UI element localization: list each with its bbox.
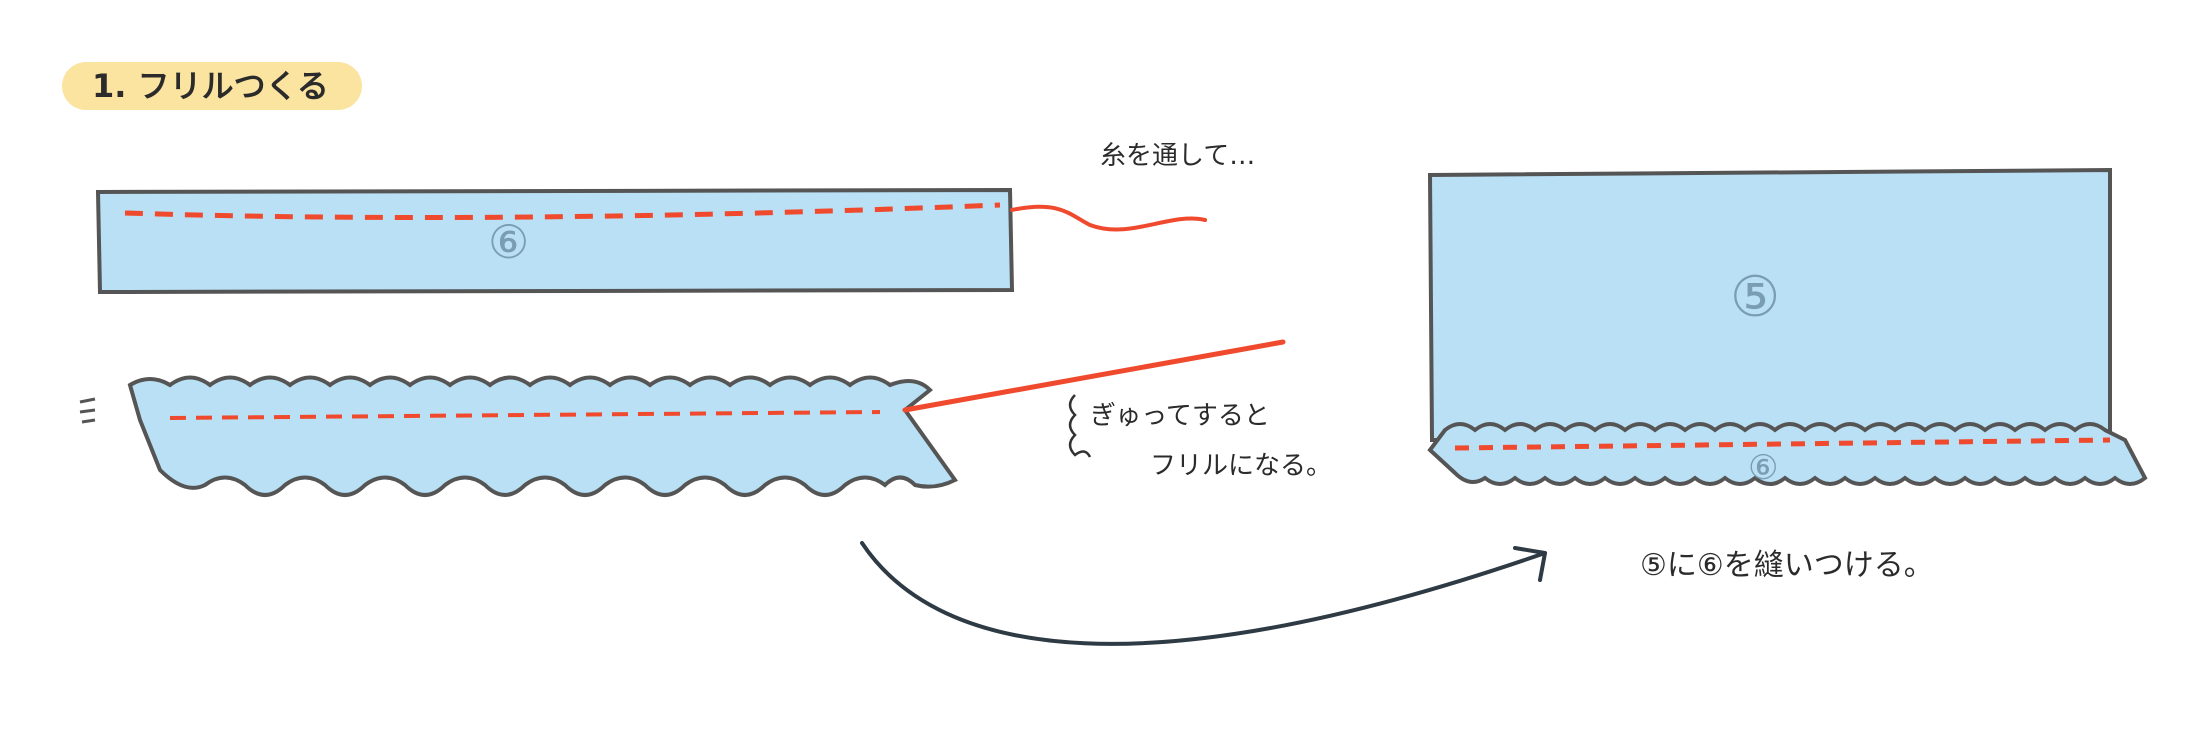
note-thread: 糸を通して… <box>1100 141 1256 171</box>
note-ruffle: フリルになる。 <box>1150 451 1333 481</box>
stitch-line <box>1454 437 2111 451</box>
thread <box>1010 204 1207 232</box>
section-title: 1. フリルつくる <box>62 62 362 110</box>
pulled-thread <box>902 339 1286 413</box>
note-gather: ぎゅってすると <box>1090 401 1270 431</box>
shake-marks <box>1068 394 1092 458</box>
part-label-5: ⑤ <box>1730 265 1781 330</box>
frill-6 <box>1427 422 2148 486</box>
fabric-strip <box>95 187 1015 295</box>
ruffled-strip <box>127 375 958 497</box>
caption-sew: ⑤に⑥を縫いつける。 <box>1640 548 1934 583</box>
arrow <box>860 541 1547 646</box>
arrow-head <box>1513 546 1547 582</box>
stitch-line <box>169 410 881 420</box>
motion-marks <box>79 397 96 424</box>
part-label-6-frill: ⑥ <box>1748 448 1779 488</box>
stitch-line <box>124 202 1001 220</box>
part-label-6: ⑥ <box>488 215 530 269</box>
